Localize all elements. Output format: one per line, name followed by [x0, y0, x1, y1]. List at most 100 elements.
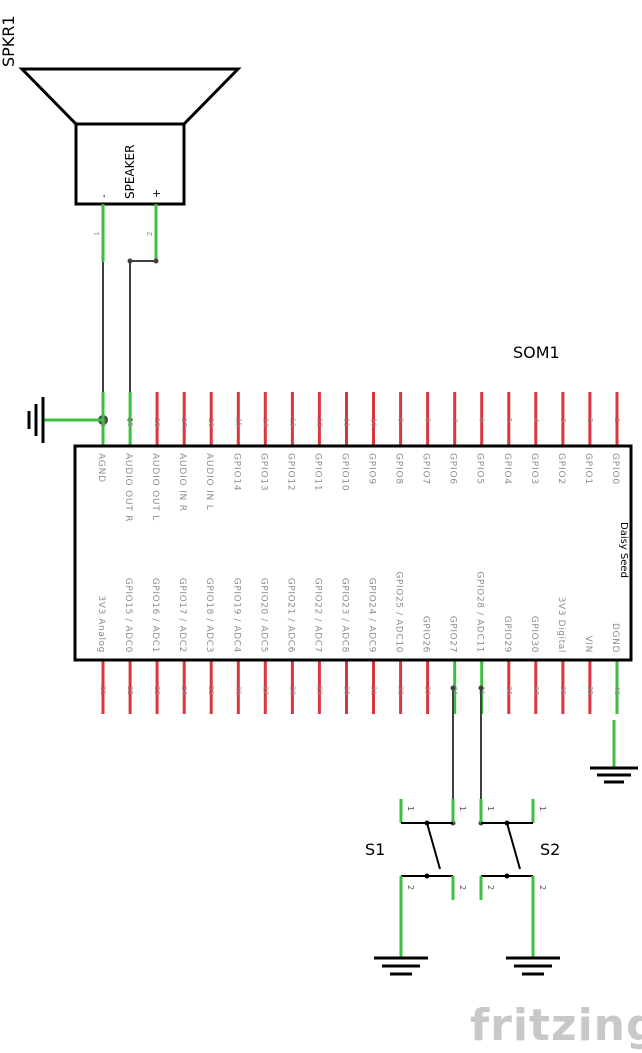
- s2-pin1b: 1: [538, 806, 547, 811]
- pin-label: GPIO17 / ADC2: [177, 578, 187, 653]
- pin-number: 5: [505, 418, 513, 422]
- pin-label: AUDIO IN L: [204, 453, 214, 511]
- speaker-minus-label: -: [99, 194, 110, 198]
- pin-number: 28: [288, 686, 296, 695]
- som-name-label: Daisy Seed: [618, 522, 629, 578]
- pin-label: GPIO24 / ADC9: [367, 578, 377, 653]
- pin-number: 11: [343, 418, 351, 427]
- pin-label: DGND: [610, 623, 620, 653]
- pin-label: GPIO1: [583, 453, 593, 485]
- s1-pin2a: 2: [406, 885, 415, 890]
- speaker-ref-label: SPKR1: [0, 15, 18, 67]
- speaker-pin1-number: 1: [93, 232, 101, 236]
- speaker-pin2-number: 2: [146, 232, 154, 236]
- pin-label: GPIO18 / ADC3: [204, 578, 214, 653]
- s1-pin2b: 2: [458, 885, 467, 890]
- s2-pin1a: 1: [486, 806, 495, 811]
- pin-label: GPIO2: [556, 453, 566, 485]
- pin-label: 3V3 Analog: [96, 595, 106, 653]
- som-pin-31: 31 GPIO24 / ADC9: [367, 578, 378, 714]
- pin-label: GPIO11: [312, 453, 322, 491]
- wire-spkr-plus-to-audio-out-r: [129, 260, 156, 420]
- pin-label: GPIO14: [231, 453, 241, 491]
- pin-label: GPIO3: [529, 453, 539, 485]
- s1-pin1b: 1: [458, 806, 467, 811]
- pin-label: GPIO7: [421, 453, 431, 485]
- pin-label: GPIO23 / ADC8: [340, 578, 350, 653]
- pin-label: VIN: [583, 636, 593, 653]
- pin-label: GPIO30: [529, 616, 539, 653]
- pin-label: GPIO10: [340, 453, 350, 491]
- switch-s1: S1 1 1 2 2: [365, 799, 467, 976]
- pin-number: 14: [261, 418, 269, 427]
- som-pin-37: 37 GPIO30: [529, 616, 540, 714]
- pin-label: AUDIO OUT R: [123, 453, 133, 522]
- pin-label: GPIO16 / ADC1: [150, 578, 160, 653]
- pin-label: GPIO29: [502, 616, 512, 653]
- som-pin-32: 32 GPIO25 / ADC10: [394, 571, 405, 714]
- pin-number: 37: [532, 686, 540, 695]
- pin-number: 31: [370, 686, 378, 695]
- pin-number: 17: [180, 418, 188, 427]
- s2-pin2a: 2: [486, 885, 495, 890]
- speaker-spkr1: SPKR1 SPEAKER - + 1 2: [0, 15, 242, 262]
- fritzing-watermark: fritzing: [470, 1000, 642, 1051]
- switch-s2-ref: S2: [540, 840, 560, 859]
- pin-label: GPIO5: [475, 453, 485, 485]
- pin-label: GPIO13: [258, 453, 268, 491]
- pin-label: GPIO20 / ADC5: [258, 578, 268, 653]
- pin-number: 23: [153, 686, 161, 695]
- pin-label: GPIO19 / ADC4: [231, 578, 241, 653]
- pin-number: 20: [99, 418, 107, 427]
- wire-endpoint: [450, 685, 456, 691]
- som-body: [73, 444, 633, 662]
- som-pin-39: 39 VIN: [583, 636, 594, 714]
- pin-label: GPIO26: [421, 616, 431, 653]
- pin-label: AGND: [96, 453, 106, 483]
- pin-number: 10: [370, 418, 378, 427]
- pin-number: 19: [126, 418, 134, 427]
- pin-label: GPIO0: [610, 453, 620, 485]
- pin-number: 3: [559, 418, 567, 422]
- pin-number: 7: [451, 418, 459, 422]
- pin-number: 40: [613, 686, 621, 695]
- pin-number: 38: [559, 686, 567, 695]
- pin-number: 32: [397, 686, 405, 695]
- pin-number: 18: [153, 418, 161, 427]
- pin-number: 6: [478, 418, 486, 423]
- pin-number: 8: [424, 418, 432, 422]
- speaker-cone: [18, 67, 242, 126]
- som-pin-23: 23 GPIO16 / ADC1: [150, 578, 161, 714]
- switch-s2: S2 1 1 2 2: [479, 799, 560, 976]
- s1-pin1a: 1: [406, 806, 415, 811]
- pin-number: 2: [586, 418, 594, 422]
- pin-label: GPIO25 / ADC10: [394, 571, 404, 653]
- pin-number: 15: [234, 418, 242, 427]
- pin-number: 30: [343, 686, 351, 695]
- pin-number: 39: [586, 686, 594, 695]
- wire-endpoint: [478, 685, 484, 691]
- speaker-body-label: SPEAKER: [123, 145, 137, 199]
- pin-number: 12: [315, 418, 323, 427]
- wire-endpoint: [127, 258, 133, 264]
